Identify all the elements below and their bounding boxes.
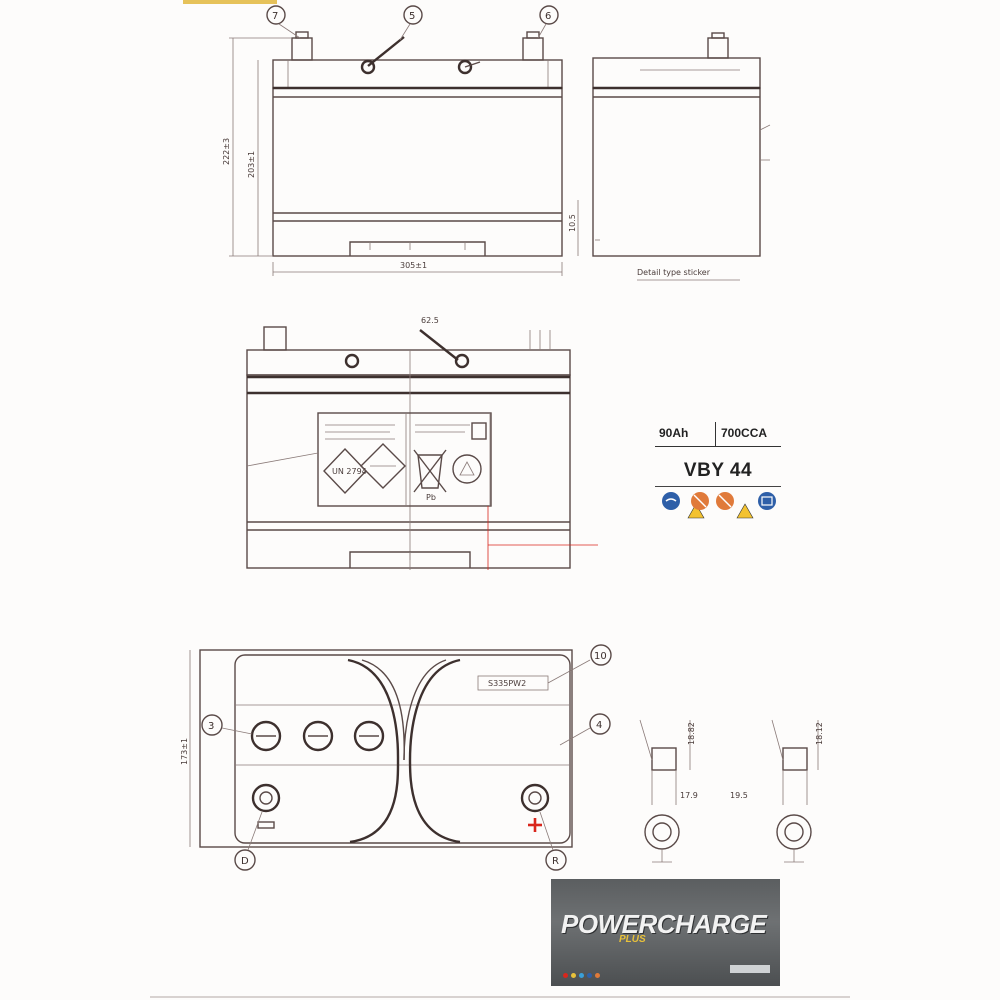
dim-term-neg-depth: 18.82 (687, 722, 696, 745)
positive-terminal-top (776, 814, 812, 850)
pb-mark: Pb (426, 493, 436, 502)
model-name: VBY 44 (683, 460, 753, 481)
dim-total-height: 222±3 (222, 138, 231, 165)
negative-terminal-top (644, 814, 680, 850)
positive-terminal-detail (782, 747, 808, 771)
dim-term-pos-dia: 19.5 (730, 791, 748, 800)
side-lid (592, 57, 761, 89)
spec-panel: 90Ah 700CCA VBY 44 (655, 420, 785, 530)
crossed-bin-icon (417, 454, 443, 489)
capacity-value: 90Ah (659, 426, 689, 440)
front-lid (272, 59, 563, 89)
handle-curve-right (408, 658, 461, 844)
top-view-lid (234, 654, 571, 844)
callout-3: 3 (208, 721, 214, 732)
corrosive-diamond-icon (360, 443, 406, 489)
dim-box-height: 203±1 (247, 151, 256, 178)
callout-5: 5 (409, 11, 415, 22)
bottom-rule (150, 996, 850, 998)
front-body (272, 87, 563, 257)
top-color-strip (183, 0, 277, 4)
un-diamond-icon (323, 447, 367, 495)
spec-separator (715, 422, 716, 446)
vent-plug-3 (353, 720, 385, 752)
dim-handle-angle: 62.5 (421, 316, 439, 325)
side-view: Detail type sticker (592, 32, 771, 281)
dim-side-offset: 10.5 (568, 214, 577, 232)
negative-terminal (291, 37, 313, 61)
warning-sticker (317, 412, 492, 507)
callout-7: 7 (272, 11, 278, 22)
label-view-body (246, 374, 571, 569)
positive-terminal (522, 37, 544, 61)
label-view-lid (246, 349, 571, 376)
handle-curve-left (347, 658, 400, 844)
spec-divider (655, 486, 781, 487)
callout-10: 10 (594, 651, 607, 662)
top-positive-post (520, 783, 550, 813)
vent-plug-right (457, 59, 473, 75)
label-view-handle (419, 329, 459, 361)
eye-protection-icon (662, 492, 680, 510)
callout-d: D (241, 856, 249, 867)
dim-width: 173±1 (180, 738, 189, 765)
brand-name: POWERCHARGE (561, 909, 767, 939)
front-view: 7 5 6 222±3 203±1 305±1 10.5 (222, 5, 579, 276)
side-terminal (707, 37, 729, 59)
vent-plug-1 (250, 720, 282, 752)
terminal-details: 18.82 17.9 18.12 19.5 (639, 719, 824, 863)
vent-plug-2 (302, 720, 334, 752)
recycle-icon (452, 454, 482, 484)
explosive-warning-icon (736, 503, 754, 519)
brand-logo: POWERCHARGE PLUS (551, 879, 780, 986)
un-code: UN 2794 (332, 467, 367, 476)
logo-tag (730, 965, 770, 973)
top-view: S335PW2 10 4 3 D R 173±1 (180, 644, 612, 871)
top-view-outline (199, 649, 573, 848)
label-view: 62.5 UN 2794 Pb (246, 316, 598, 570)
vent-plug-left (360, 59, 376, 75)
cca-value: 700CCA (721, 426, 768, 440)
dim-term-neg-dia: 17.9 (680, 791, 698, 800)
part-code: S335PW2 (488, 679, 526, 688)
dim-length: 305±1 (400, 261, 427, 270)
read-manual-icon (758, 492, 776, 510)
logo-color-dots (563, 965, 603, 983)
handle (367, 36, 405, 67)
negative-terminal-detail (651, 747, 677, 771)
safety-icons (662, 492, 776, 519)
top-negative-post (251, 783, 281, 813)
callout-6: 6 (545, 11, 551, 22)
label-view-terminal-left (263, 326, 287, 351)
callout-r: R (552, 856, 559, 867)
callout-4: 4 (596, 720, 602, 731)
brand-sub: PLUS (619, 934, 646, 945)
spec-row: 90Ah 700CCA (655, 420, 781, 447)
corrosive-warning-icon (687, 503, 705, 519)
side-body (592, 87, 761, 257)
dim-term-pos-depth: 18.12 (815, 722, 824, 745)
detail-sticker-label: Detail type sticker (637, 268, 711, 277)
